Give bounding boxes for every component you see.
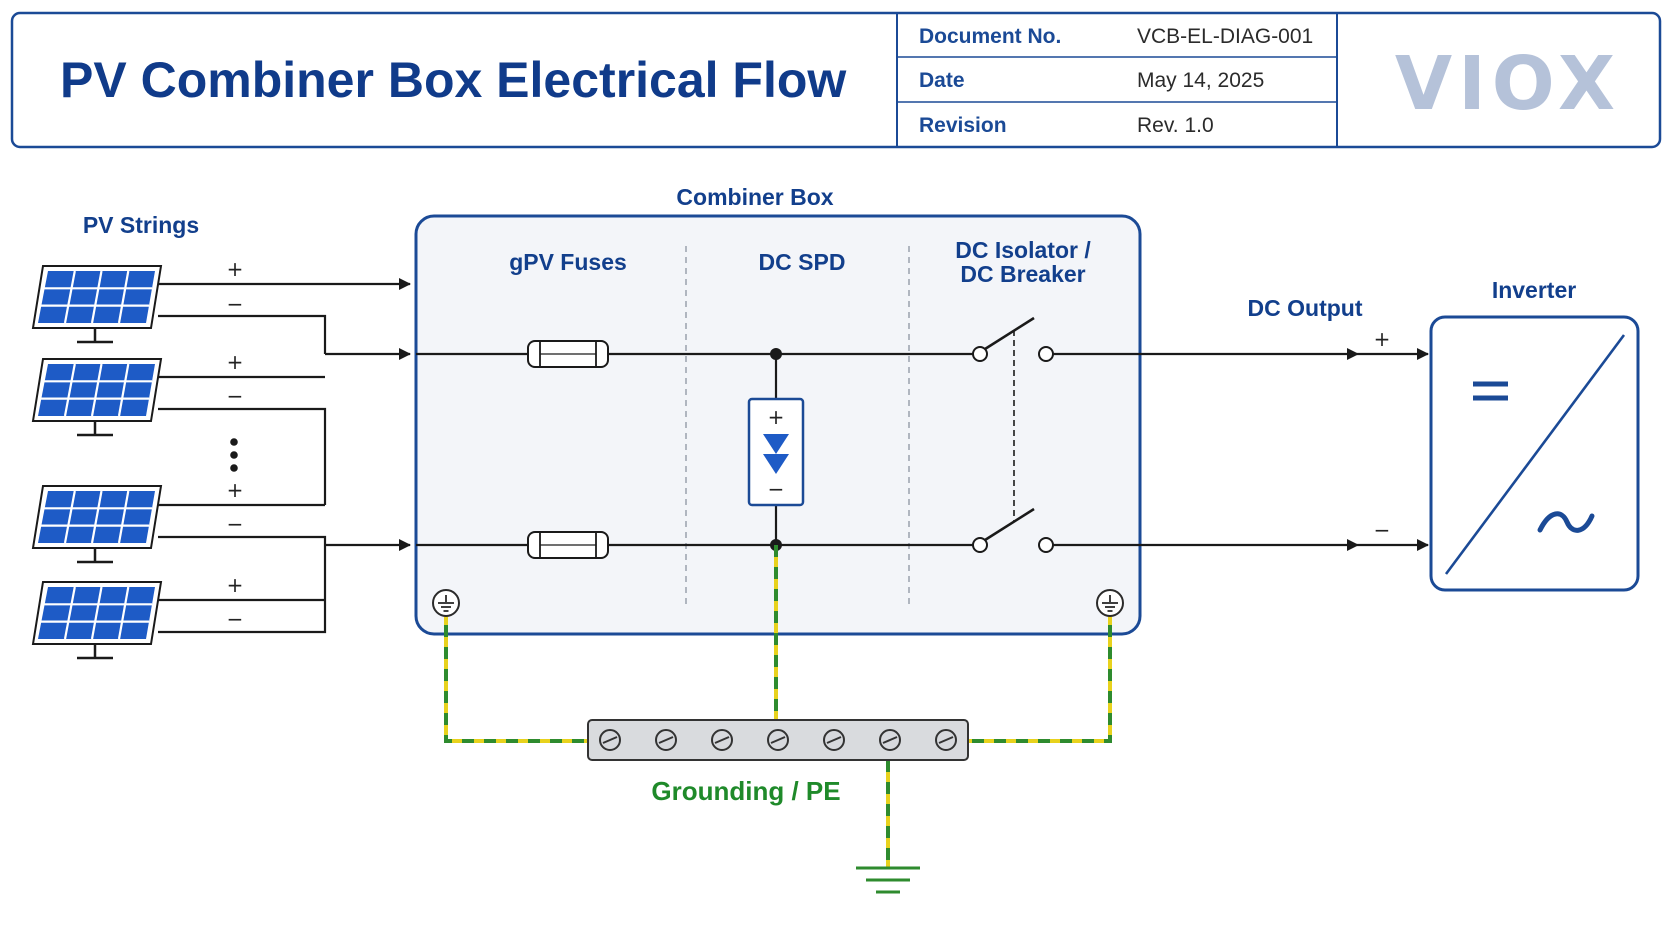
revision-value: Rev. 1.0 [1137, 114, 1214, 137]
plus-sign: + [227, 573, 244, 597]
page-title: PV Combiner Box Electrical Flow [60, 52, 846, 108]
minus-sign: − [768, 477, 785, 501]
dc-output-wiring [1053, 348, 1429, 551]
dc-output-label: DC Output [1248, 295, 1363, 321]
switch-icon [972, 507, 1054, 553]
fuse-icon [527, 531, 609, 559]
string-wiring [158, 278, 411, 634]
minus-sign: − [227, 384, 244, 408]
plus-sign: + [227, 350, 244, 374]
header-block: PV Combiner Box Electrical Flow Document… [10, 11, 1662, 149]
screw-icon [879, 729, 901, 751]
solar-panel-icon [31, 580, 163, 660]
pe-wiring [444, 545, 1112, 868]
minus-sign: − [1374, 518, 1391, 542]
screw-icon [935, 729, 957, 751]
date-value: May 14, 2025 [1137, 69, 1264, 92]
ground-icon [1096, 589, 1124, 617]
ground-icon [432, 589, 460, 617]
dc-isolator-label-line1: DC Isolator / [955, 237, 1091, 263]
gpv-fuses-label: gPV Fuses [509, 249, 627, 275]
minus-sign: − [227, 512, 244, 536]
plus-sign: + [227, 478, 244, 502]
screw-icon [767, 729, 789, 751]
solar-panel-icon [31, 484, 163, 564]
combiner-box-label: Combiner Box [676, 184, 833, 210]
earth-ground-icon [856, 866, 920, 894]
date-label: Date [919, 69, 965, 92]
dc-isolator-label-line2: DC Breaker [960, 261, 1085, 287]
viox-logo: VIOX [1395, 41, 1621, 127]
grounding-label: Grounding / PE [651, 776, 840, 806]
revision-label: Revision [919, 114, 1007, 137]
solar-panel-icon [31, 357, 163, 437]
spd-icon: + − [747, 348, 805, 551]
dc-spd-label: DC SPD [759, 249, 846, 275]
fuse-icon [527, 340, 609, 368]
pv-strings-label: PV Strings [83, 212, 199, 238]
doc-no-value: VCB-EL-DIAG-001 [1137, 25, 1313, 48]
minus-sign: − [227, 607, 244, 631]
screw-icon [599, 729, 621, 751]
solar-panel-icon [31, 264, 163, 344]
screw-icon [655, 729, 677, 751]
pe-bus-bar [587, 719, 969, 761]
plus-sign: + [227, 257, 244, 281]
inverter-icon [1429, 315, 1640, 592]
string-polarity-signs: + − + − + − + − [227, 257, 244, 631]
more-strings-ellipsis-icon [230, 438, 238, 472]
switch-icon [972, 316, 1054, 362]
screw-icon [823, 729, 845, 751]
plus-sign: + [768, 405, 785, 429]
inverter-label: Inverter [1492, 277, 1576, 303]
plus-sign: + [1374, 327, 1391, 351]
doc-no-label: Document No. [919, 25, 1061, 48]
minus-sign: − [227, 292, 244, 316]
screw-icon [711, 729, 733, 751]
